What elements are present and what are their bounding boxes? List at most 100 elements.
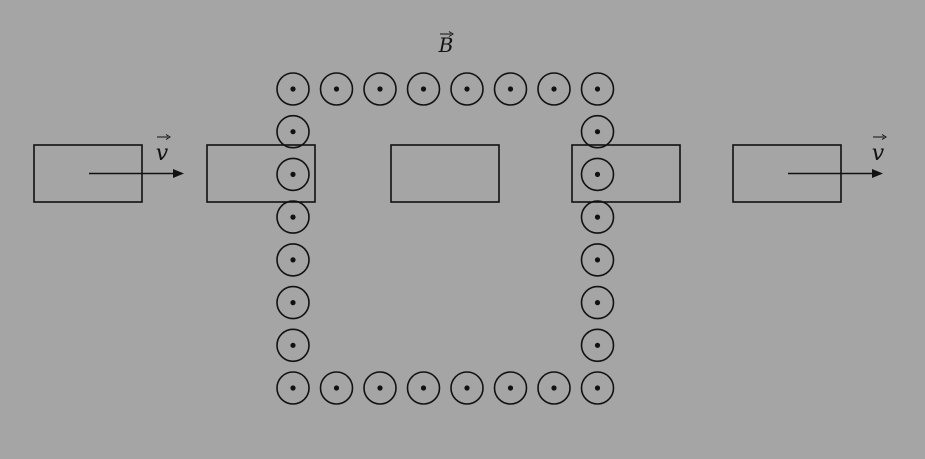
field-symbol-ring — [319, 72, 354, 106]
field-out-of-page-icon — [276, 285, 310, 320]
field-out-of-page-icon — [319, 371, 354, 405]
field-out-of-page-icon — [580, 72, 615, 106]
field-symbol-dot — [290, 385, 296, 391]
field-label-vector-arrow — [440, 31, 454, 37]
field-symbol-dot — [594, 86, 601, 92]
field-label: B — [438, 31, 454, 57]
field-symbol-ring — [493, 371, 528, 405]
field-symbol-dot — [464, 385, 470, 391]
field-symbol-dot — [594, 342, 601, 348]
field-out-of-page-icon — [276, 328, 310, 363]
field-symbol-ring — [580, 243, 615, 277]
field-symbol-dot — [333, 86, 340, 92]
field-symbol-ring — [580, 285, 615, 320]
loop-rect — [206, 144, 316, 203]
field-out-of-page-icon — [493, 371, 528, 405]
magnetic-field-region — [276, 72, 615, 405]
field-out-of-page-icon — [580, 157, 615, 192]
field-out-of-page-icon — [406, 72, 441, 106]
field-out-of-page-icon — [493, 72, 528, 106]
field-out-of-page-icon — [276, 371, 310, 405]
field-out-of-page-icon — [276, 200, 310, 234]
field-symbol-ring — [406, 371, 441, 405]
loop-4 — [571, 144, 681, 203]
field-symbol-ring — [276, 157, 310, 192]
field-symbol-ring — [580, 200, 615, 234]
field-symbol-ring — [276, 72, 310, 106]
velocity-arrow-head — [872, 169, 883, 178]
field-symbol-dot — [551, 385, 557, 391]
field-symbol-ring — [276, 243, 310, 277]
field-symbol-ring — [363, 72, 397, 106]
field-symbol-dot — [594, 171, 601, 177]
field-symbol-dot — [290, 129, 296, 135]
loop-rect — [571, 144, 681, 203]
field-symbol-dot — [594, 129, 601, 135]
field-symbol-ring — [450, 72, 484, 106]
field-out-of-page-icon — [406, 371, 441, 405]
field-symbol-ring — [276, 328, 310, 363]
loop-5 — [732, 144, 883, 203]
field-symbol-ring — [537, 371, 571, 405]
field-out-of-page-icon — [580, 114, 615, 149]
field-out-of-page-icon — [276, 243, 310, 277]
field-symbol-dot — [290, 171, 296, 177]
field-symbol-ring — [276, 114, 310, 149]
velocity-label-left: v — [156, 134, 171, 166]
field-symbol-dot — [420, 385, 427, 391]
field-symbol-dot — [594, 300, 601, 306]
velocity-label-left-vector-arrow — [157, 134, 171, 140]
field-symbol-dot — [507, 385, 514, 391]
field-symbol-ring — [319, 371, 354, 405]
field-symbol-ring — [580, 157, 615, 192]
field-symbol-ring — [537, 72, 571, 106]
velocity-label-left-text: v — [156, 141, 169, 166]
velocity-arrow-head — [173, 169, 184, 178]
field-out-of-page-icon — [450, 72, 484, 106]
field-symbol-dot — [290, 257, 296, 263]
loop-1 — [33, 144, 184, 203]
field-symbol-dot — [333, 385, 340, 391]
loop-2 — [206, 144, 316, 203]
field-symbol-dot — [290, 214, 296, 220]
field-out-of-page-icon — [363, 371, 397, 405]
field-symbol-ring — [580, 114, 615, 149]
velocity-label-right-vector-arrow — [873, 134, 887, 140]
field-out-of-page-icon — [537, 72, 571, 106]
velocity-label-right: v — [872, 134, 887, 166]
field-out-of-page-icon — [580, 200, 615, 234]
field-out-of-page-icon — [450, 371, 484, 405]
field-symbol-ring — [276, 285, 310, 320]
field-out-of-page-icon — [276, 114, 310, 149]
field-symbol-dot — [377, 86, 383, 92]
field-symbol-ring — [406, 72, 441, 106]
loop-3 — [390, 144, 500, 203]
field-symbol-dot — [594, 385, 601, 391]
field-symbol-ring — [276, 371, 310, 405]
field-symbol-ring — [493, 72, 528, 106]
field-label-text: B — [438, 33, 454, 57]
field-symbol-ring — [363, 371, 397, 405]
field-symbol-ring — [450, 371, 484, 405]
field-symbol-dot — [377, 385, 383, 391]
field-symbol-dot — [594, 257, 601, 263]
field-out-of-page-icon — [580, 285, 615, 320]
field-symbol-dot — [594, 214, 601, 220]
field-out-of-page-icon — [319, 72, 354, 106]
field-symbol-dot — [420, 86, 427, 92]
field-symbol-dot — [290, 300, 296, 306]
loop-rect — [390, 144, 500, 203]
field-symbol-dot — [290, 86, 296, 92]
field-out-of-page-icon — [580, 371, 615, 405]
field-out-of-page-icon — [363, 72, 397, 106]
field-out-of-page-icon — [580, 243, 615, 277]
field-symbol-dot — [507, 86, 514, 92]
field-symbol-ring — [580, 72, 615, 106]
velocity-label-right-text: v — [872, 141, 885, 166]
field-symbol-ring — [276, 200, 310, 234]
field-out-of-page-icon — [537, 371, 571, 405]
field-symbol-dot — [290, 342, 296, 348]
field-out-of-page-icon — [580, 328, 615, 363]
field-out-of-page-icon — [276, 72, 310, 106]
